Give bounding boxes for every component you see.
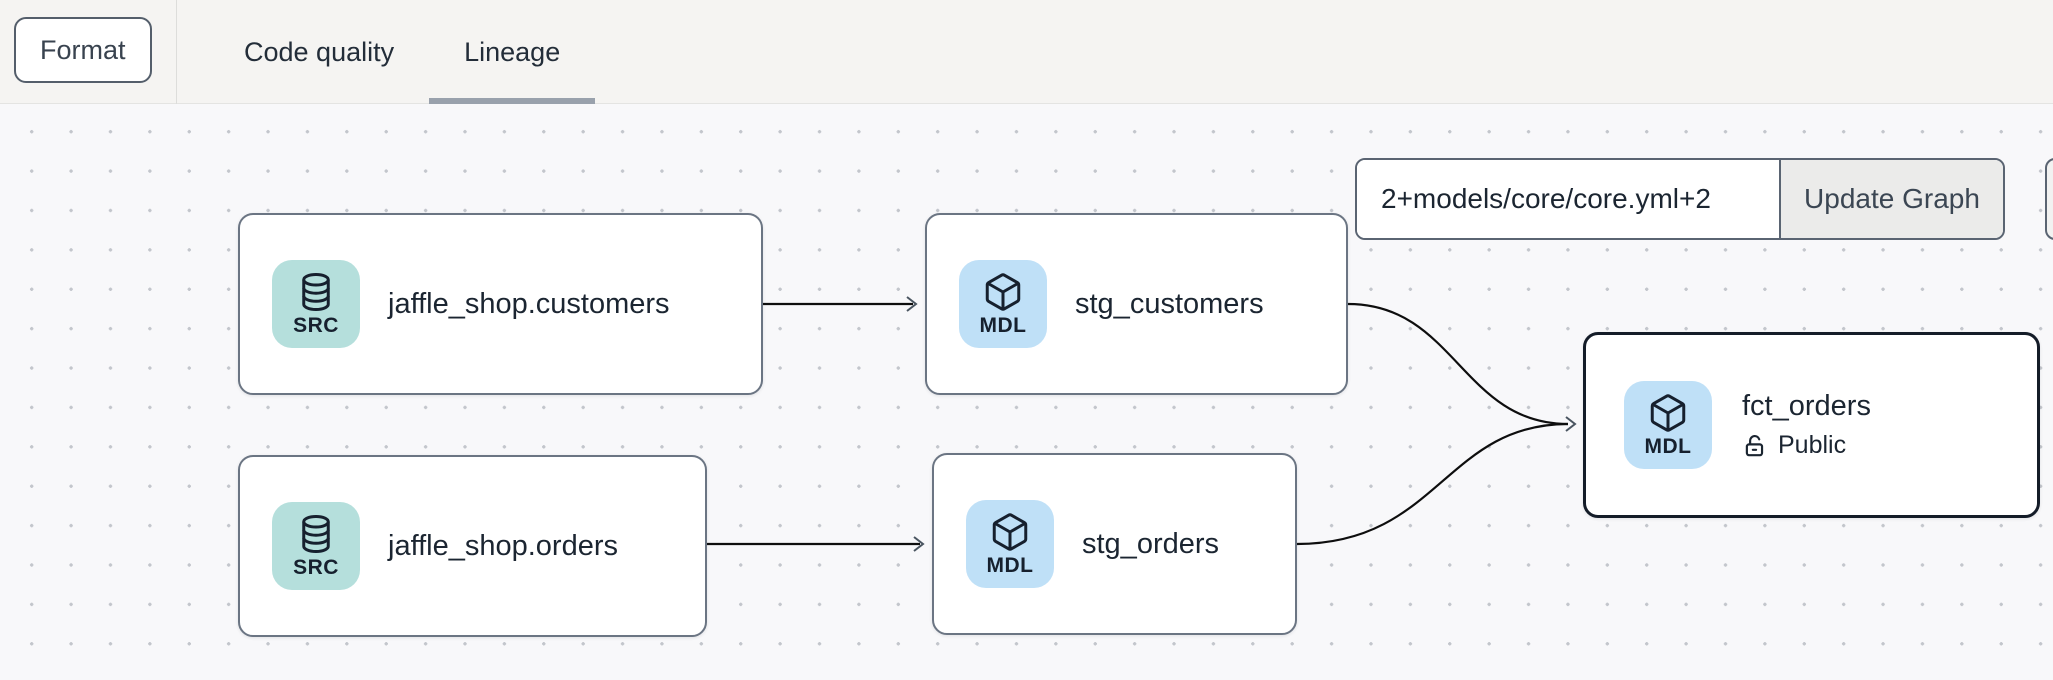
arrowhead-stg-customers — [906, 296, 918, 312]
model-badge: MDL — [959, 260, 1047, 348]
tab-lineage[interactable]: Lineage — [429, 0, 595, 104]
update-graph-button[interactable]: Update Graph — [1779, 160, 2003, 238]
badge-label: MDL — [979, 313, 1027, 337]
node-title: jaffle_shop.orders — [388, 529, 619, 562]
node-title: fct_orders — [1742, 390, 1871, 422]
source-badge: SRC — [272, 260, 360, 348]
tab-code-quality[interactable]: Code quality — [244, 36, 395, 67]
node-title: stg_customers — [1075, 287, 1264, 320]
node-stg-customers[interactable]: MDL stg_customers — [925, 213, 1348, 395]
source-badge: SRC — [272, 502, 360, 590]
node-title: stg_orders — [1082, 527, 1220, 560]
toolbar: Format Code quality Lineage — [0, 0, 2053, 104]
arrowhead-stg-orders — [913, 536, 925, 552]
node-title: jaffle_shop.customers — [388, 287, 670, 320]
model-badge: MDL — [1624, 381, 1712, 469]
database-icon — [302, 514, 330, 553]
selector-input[interactable] — [1357, 160, 1779, 238]
access-row: Public — [1742, 431, 1871, 460]
arrowhead-fct-orders — [1565, 416, 1577, 432]
badge-label: SRC — [293, 313, 339, 337]
unlock-icon — [1745, 434, 1764, 456]
node-jaffle-shop-customers[interactable]: SRC jaffle_shop.customers — [238, 213, 763, 395]
edge-stg-orders-to-fct — [1296, 422, 1569, 546]
tab-bar: Code quality Lineage — [209, 0, 595, 104]
node-fct-orders[interactable]: MDL fct_orders Public — [1583, 332, 2040, 518]
badge-label: SRC — [293, 555, 339, 579]
cube-icon — [1650, 393, 1686, 432]
badge-label: MDL — [986, 553, 1034, 577]
access-label: Public — [1778, 431, 1847, 459]
partial-right-button[interactable] — [2045, 158, 2053, 240]
node-text: fct_orders Public — [1742, 390, 1871, 460]
node-stg-orders[interactable]: MDL stg_orders — [932, 453, 1297, 635]
node-jaffle-shop-orders[interactable]: SRC jaffle_shop.orders — [238, 455, 707, 637]
badge-label: MDL — [1644, 434, 1692, 458]
database-icon — [302, 272, 330, 311]
toolbar-divider — [176, 0, 177, 104]
format-button[interactable]: Format — [14, 17, 152, 83]
cube-icon — [985, 272, 1021, 311]
model-badge: MDL — [966, 500, 1054, 588]
cube-icon — [992, 512, 1028, 551]
edge-stg-customers-to-fct — [1347, 302, 1569, 426]
lineage-canvas[interactable]: SRC jaffle_shop.customers MDL stg_custom… — [0, 104, 2053, 680]
selector-control: Update Graph — [1355, 158, 2005, 240]
